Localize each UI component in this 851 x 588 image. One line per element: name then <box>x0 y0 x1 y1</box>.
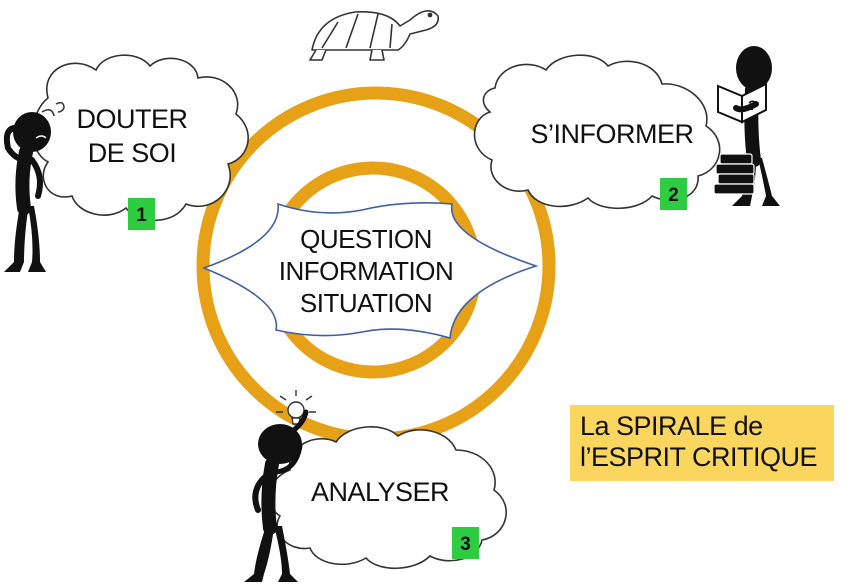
step-badge-2 <box>660 178 687 210</box>
center-line-1: QUESTION <box>300 224 432 254</box>
cloud-2-label: S’INFORMER <box>531 119 694 149</box>
center-line-2: INFORMATION <box>279 256 454 286</box>
step-badge-3 <box>452 527 479 559</box>
cloud-3-label: ANALYSER <box>311 477 449 507</box>
title-line-2: l’ESPRIT CRITIQUE <box>580 442 818 472</box>
cloud-s-informer <box>473 54 721 209</box>
reading-person-icon: ? <box>717 46 780 206</box>
step-badge-1 <box>128 198 155 230</box>
cloud-1-label-line-2: DE SOI <box>88 138 177 168</box>
center-starburst <box>201 202 539 340</box>
step-number-2: 2 <box>668 185 679 206</box>
idea-person-icon <box>244 390 316 582</box>
cloud-analyser <box>268 426 507 569</box>
cloud-1-label-line-1: DOUTER <box>77 104 188 134</box>
lightbulb-icon <box>276 390 316 425</box>
books-icon <box>713 153 755 195</box>
doubting-person-icon <box>3 101 65 272</box>
cloud-douter-de-soi <box>32 54 249 222</box>
tortoise-icon <box>309 10 440 61</box>
spiral-title-box: La SPIRALE de l’ESPRIT CRITIQUE <box>570 405 834 481</box>
title-line-1: La SPIRALE de <box>580 411 763 441</box>
center-line-3: SITUATION <box>300 288 432 318</box>
step-number-1: 1 <box>136 205 147 226</box>
step-number-3: 3 <box>460 534 471 555</box>
